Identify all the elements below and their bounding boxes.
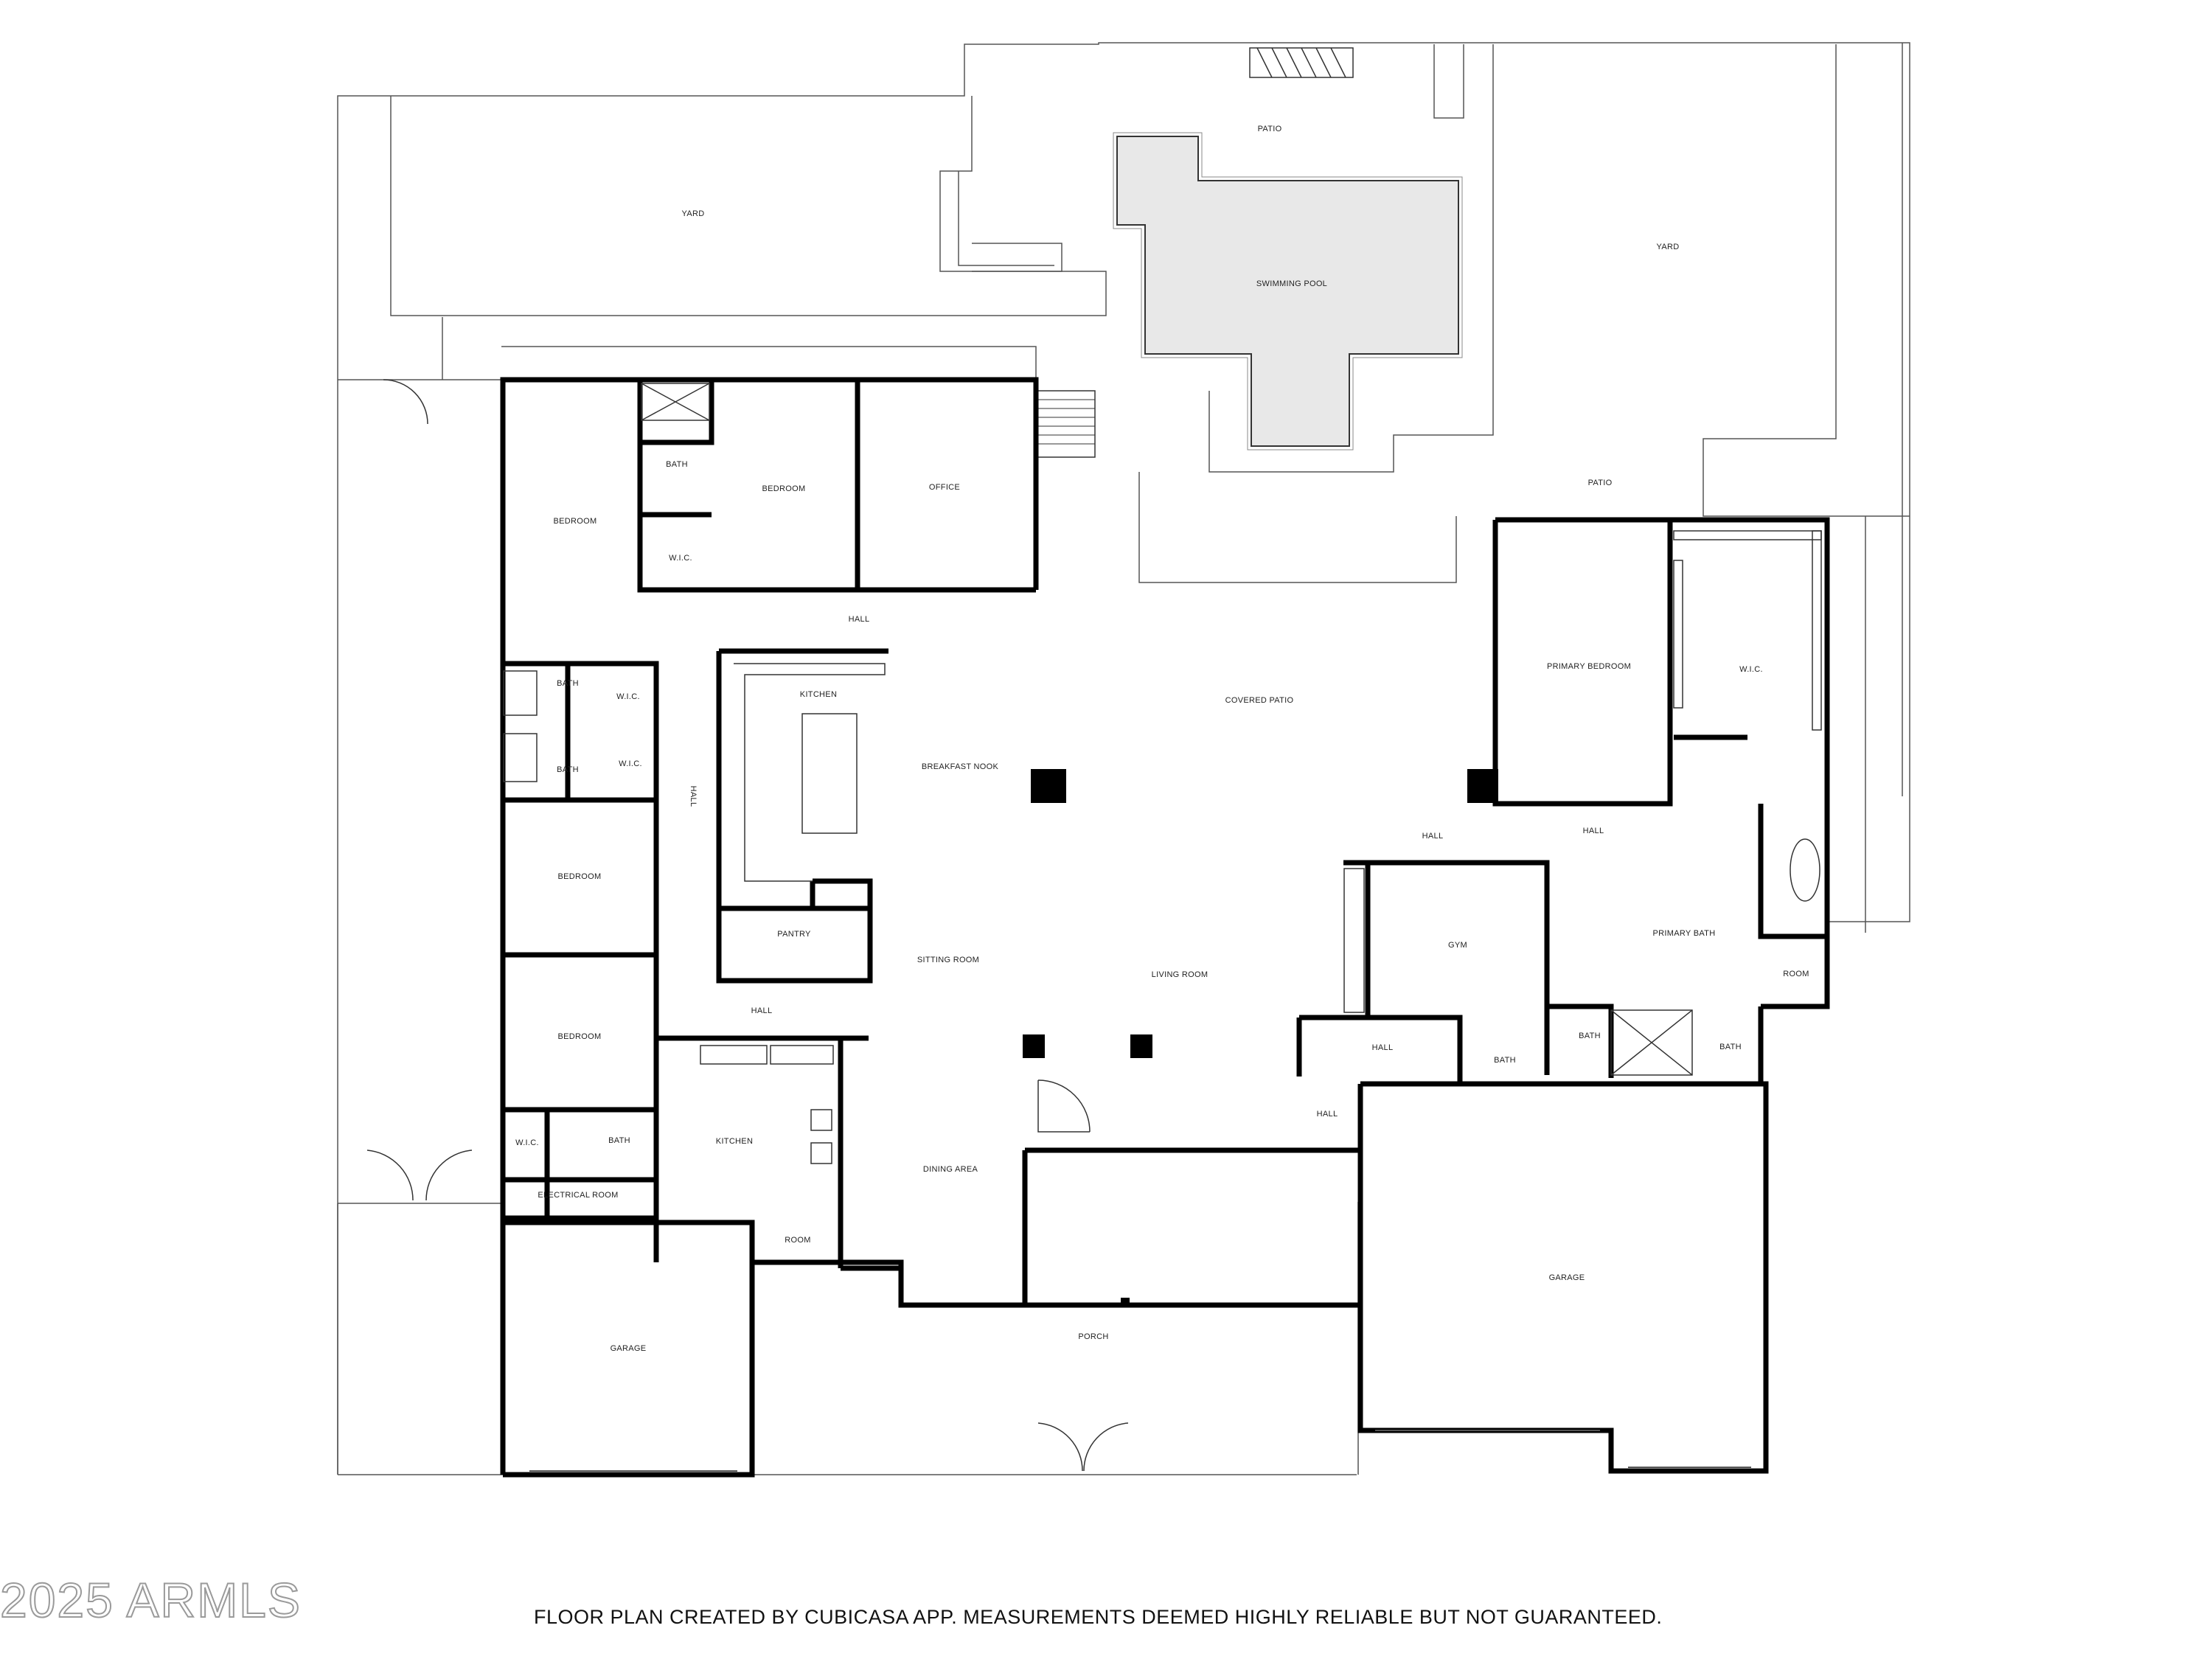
room-label-dining-area: DINING AREA <box>922 1165 978 1174</box>
room-label-hall-n: HALL <box>848 615 870 624</box>
room-label-garage-w: GARAGE <box>610 1344 647 1353</box>
walls <box>500 377 1830 1478</box>
room-label-bath-nw: BATH <box>666 460 688 469</box>
room-label-covered-patio: COVERED PATIO <box>1225 696 1294 705</box>
room-label-bedroom-nw: BEDROOM <box>553 517 597 526</box>
room-label-bath-w2: BATH <box>557 765 579 774</box>
room-label-hall-e1: HALL <box>1422 832 1444 841</box>
room-label-patio-right: PATIO <box>1587 479 1613 487</box>
room-label-gym: GYM <box>1448 941 1467 950</box>
room-label-wic-sw: W.I.C. <box>515 1138 539 1147</box>
room-label-sitting-room: SITTING ROOM <box>917 956 980 964</box>
fixtures <box>366 379 1822 1472</box>
room-label-garage-e: GARAGE <box>1548 1273 1585 1282</box>
room-label-room-s: ROOM <box>785 1236 811 1245</box>
room-label-wic-w2: W.I.C. <box>619 759 642 768</box>
room-label-bath-sw: BATH <box>608 1136 630 1145</box>
footer-caption: FLOOR PLAN CREATED BY CUBICASA APP. MEAS… <box>534 1606 1663 1628</box>
room-label-living-room: LIVING ROOM <box>1151 970 1208 979</box>
room-label-primary-bedroom: PRIMARY BEDROOM <box>1546 662 1632 671</box>
room-label-swimming-pool: SWIMMING POOL <box>1256 279 1328 288</box>
room-label-bath-se1: BATH <box>1579 1032 1601 1040</box>
swimming-pool-shape <box>1116 136 1459 447</box>
site-outlines <box>337 42 1910 1475</box>
room-label-primary-bath: PRIMARY BATH <box>1652 929 1716 938</box>
room-label-kitchen-main: KITCHEN <box>799 690 838 699</box>
room-label-breakfast-nook: BREAKFAST NOOK <box>921 762 999 771</box>
room-label-yard-right: YARD <box>1656 243 1680 251</box>
room-label-bedroom-w1: BEDROOM <box>557 872 602 881</box>
room-label-hall-se1: HALL <box>1371 1043 1394 1052</box>
watermark-logo: 2025 ARMLS <box>0 1572 302 1628</box>
room-label-patio-top: PATIO <box>1257 125 1282 133</box>
room-label-bedroom-w2: BEDROOM <box>557 1032 602 1041</box>
room-label-hall-se2: HALL <box>1316 1110 1338 1119</box>
room-label-wic-w1: W.I.C. <box>616 692 640 701</box>
posts <box>1023 769 1498 1307</box>
room-label-pantry: PANTRY <box>777 930 811 939</box>
room-label-room-e: ROOM <box>1783 970 1809 978</box>
room-label-yard-left: YARD <box>681 209 705 218</box>
room-label-hall-e2: HALL <box>1582 827 1604 835</box>
room-label-hall-mid: HALL <box>751 1006 773 1015</box>
room-label-bath-se2: BATH <box>1494 1056 1516 1065</box>
room-label-bedroom-n: BEDROOM <box>762 484 806 493</box>
room-label-electrical-room: ELECTRICAL ROOM <box>538 1191 619 1200</box>
room-label-porch: PORCH <box>1078 1332 1109 1341</box>
room-label-bath-w1: BATH <box>557 679 579 688</box>
room-label-bath-se3: BATH <box>1719 1043 1742 1051</box>
room-label-office: OFFICE <box>928 483 961 492</box>
room-label-wic-primary: W.I.C. <box>1739 665 1763 674</box>
room-label-wic-nw: W.I.C. <box>669 554 692 563</box>
room-label-kitchen-2: KITCHEN <box>715 1137 754 1146</box>
room-label-hall-w: HALL <box>689 785 698 807</box>
